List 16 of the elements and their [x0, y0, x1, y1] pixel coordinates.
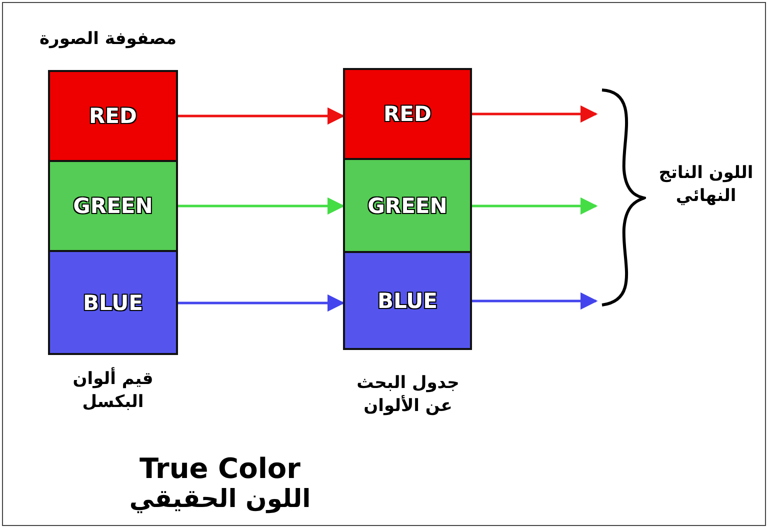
result-label: اللون الناتج النهائي	[658, 162, 754, 208]
color-box: GREEN	[343, 158, 472, 253]
arrow	[472, 105, 598, 123]
color-box: RED	[343, 68, 472, 160]
color-box: BLUE	[48, 250, 178, 355]
arrow	[178, 197, 345, 215]
color-box: GREEN	[48, 160, 178, 252]
arrow	[472, 197, 598, 215]
column-caption: جدول البحث عن الألوان	[356, 372, 460, 418]
arrow	[178, 294, 345, 312]
color-box: BLUE	[343, 251, 472, 350]
column-caption: قيم ألوان البكسل	[72, 368, 154, 414]
arrow	[178, 107, 345, 125]
heading: مصفوفة الصورة	[38, 28, 178, 51]
arrow	[472, 292, 598, 310]
color-box: RED	[48, 70, 178, 162]
